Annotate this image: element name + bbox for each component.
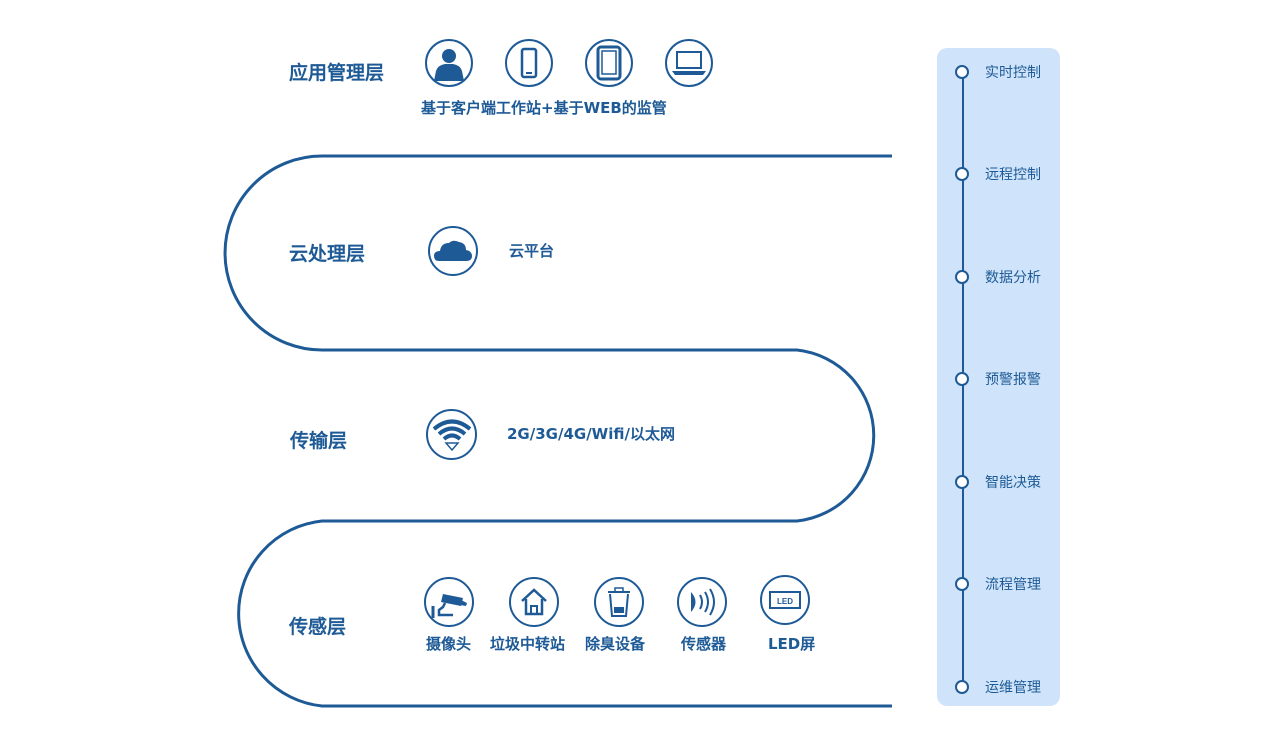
function-label: 远程控制 — [985, 167, 1041, 183]
cloud-layer-caption: 云平台 — [509, 242, 555, 260]
phone-icon — [505, 39, 553, 87]
laptop-icon — [665, 39, 713, 87]
timeline-node — [955, 270, 969, 284]
timeline-node — [955, 65, 969, 79]
function-item: 实时控制 — [955, 62, 1041, 82]
device-label-sensor: 传感器 — [681, 635, 727, 653]
transport-layer-caption: 2G/3G/4G/Wifi/以太网 — [507, 425, 675, 443]
transport-layer-title: 传输层 — [290, 430, 348, 452]
function-item: 流程管理 — [955, 574, 1041, 594]
timeline-node — [955, 475, 969, 489]
user-icon — [425, 39, 473, 87]
function-item: 智能决策 — [955, 472, 1041, 492]
timeline-node — [955, 680, 969, 694]
device-label-transfer-station: 垃圾中转站 — [490, 635, 566, 653]
cloud-icon — [428, 226, 478, 276]
house-icon — [509, 577, 559, 627]
camera-icon — [424, 577, 474, 627]
tablet-icon — [585, 39, 633, 87]
function-label: 实时控制 — [985, 65, 1041, 81]
function-label: 运维管理 — [985, 680, 1041, 696]
function-label: 智能决策 — [985, 475, 1041, 491]
sensing-layer-title: 传感层 — [289, 616, 347, 638]
trash-bin-icon — [594, 577, 644, 627]
wifi-icon — [426, 409, 477, 460]
function-label: 预警报警 — [985, 372, 1041, 388]
led-screen-badge: LED — [777, 597, 793, 606]
device-label-led-screen: LED屏 — [768, 635, 816, 653]
function-label: 流程管理 — [985, 577, 1041, 593]
function-item: 数据分析 — [955, 267, 1041, 287]
device-label-deodorizer: 除臭设备 — [585, 635, 646, 653]
app-layer-caption: 基于客户端工作站+基于WEB的监管 — [421, 99, 667, 117]
app-layer-title: 应用管理层 — [289, 62, 385, 84]
function-item: 预警报警 — [955, 369, 1041, 389]
timeline-node — [955, 167, 969, 181]
led-screen-icon: LED — [760, 575, 810, 625]
function-item: 远程控制 — [955, 164, 1041, 184]
sensor-signal-icon — [677, 577, 727, 627]
timeline-node — [955, 577, 969, 591]
timeline-node — [955, 372, 969, 386]
cloud-layer-title: 云处理层 — [289, 243, 366, 265]
function-item: 运维管理 — [955, 677, 1041, 697]
function-label: 数据分析 — [985, 270, 1041, 286]
device-label-camera: 摄像头 — [426, 635, 472, 653]
